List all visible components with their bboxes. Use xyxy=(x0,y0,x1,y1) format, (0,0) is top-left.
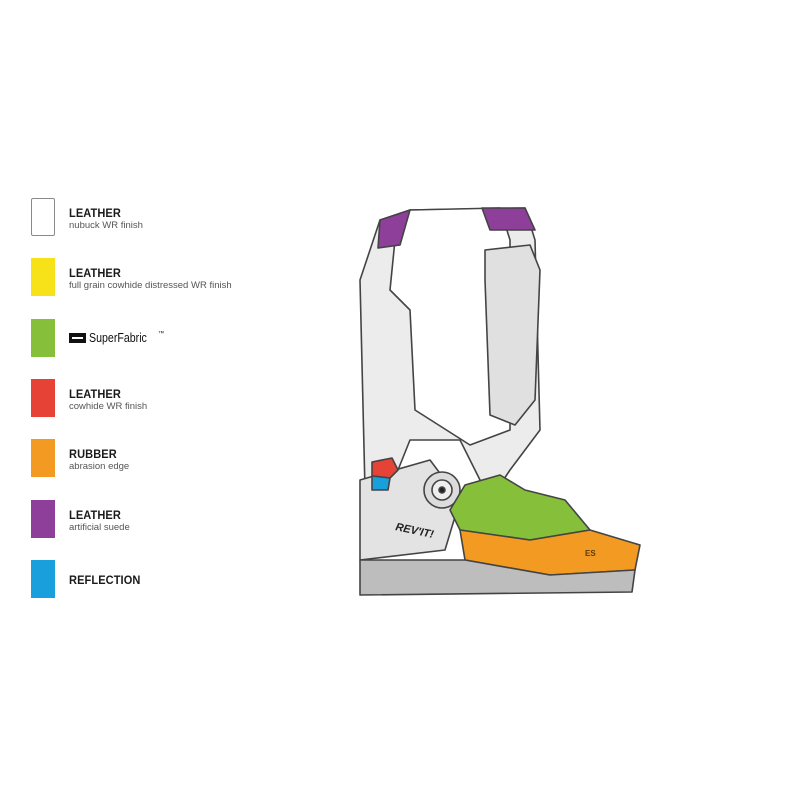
legend-subtitle: cowhide WR finish xyxy=(69,401,148,412)
swatch-yellow xyxy=(31,258,55,296)
boot-model-badge: ES xyxy=(585,549,596,558)
swatch-blue xyxy=(31,560,55,598)
legend-title: LEATHER xyxy=(69,266,121,280)
swatch-green xyxy=(31,319,55,357)
legend-item-leather-cowhide: LEATHER cowhide WR finish xyxy=(31,379,291,419)
superfabric-logo-icon xyxy=(69,333,86,343)
swatch-white xyxy=(31,198,55,236)
swatch-red xyxy=(31,379,55,417)
legend-title: RUBBER xyxy=(69,447,117,461)
legend-title: LEATHER xyxy=(69,387,121,401)
legend-title: LEATHER xyxy=(69,508,121,522)
legend-subtitle: artificial suede xyxy=(69,522,130,533)
legend-subtitle: nubuck WR finish xyxy=(69,220,143,231)
legend-item-leather-nubuck: LEATHER nubuck WR finish xyxy=(31,198,291,238)
legend-item-superfabric: SuperFabric ™ xyxy=(31,319,291,359)
legend-title: LEATHER xyxy=(69,206,121,220)
legend-item-leather-suede: LEATHER artificial suede xyxy=(31,500,291,540)
legend-title: REFLECTION xyxy=(69,573,141,587)
legend-title: SuperFabric xyxy=(89,331,147,345)
boot-illustration: REV'IT! ES xyxy=(359,207,641,596)
swatch-orange xyxy=(31,439,55,477)
legend-subtitle: abrasion edge xyxy=(69,461,130,472)
legend-item-rubber: RUBBER abrasion edge xyxy=(31,439,291,479)
legend-item-leather-full-grain: LEATHER full grain cowhide distressed WR… xyxy=(31,258,291,298)
swatch-purple xyxy=(31,500,55,538)
legend-subtitle: full grain cowhide distressed WR finish xyxy=(69,280,232,291)
legend-item-reflection: REFLECTION xyxy=(31,560,291,600)
